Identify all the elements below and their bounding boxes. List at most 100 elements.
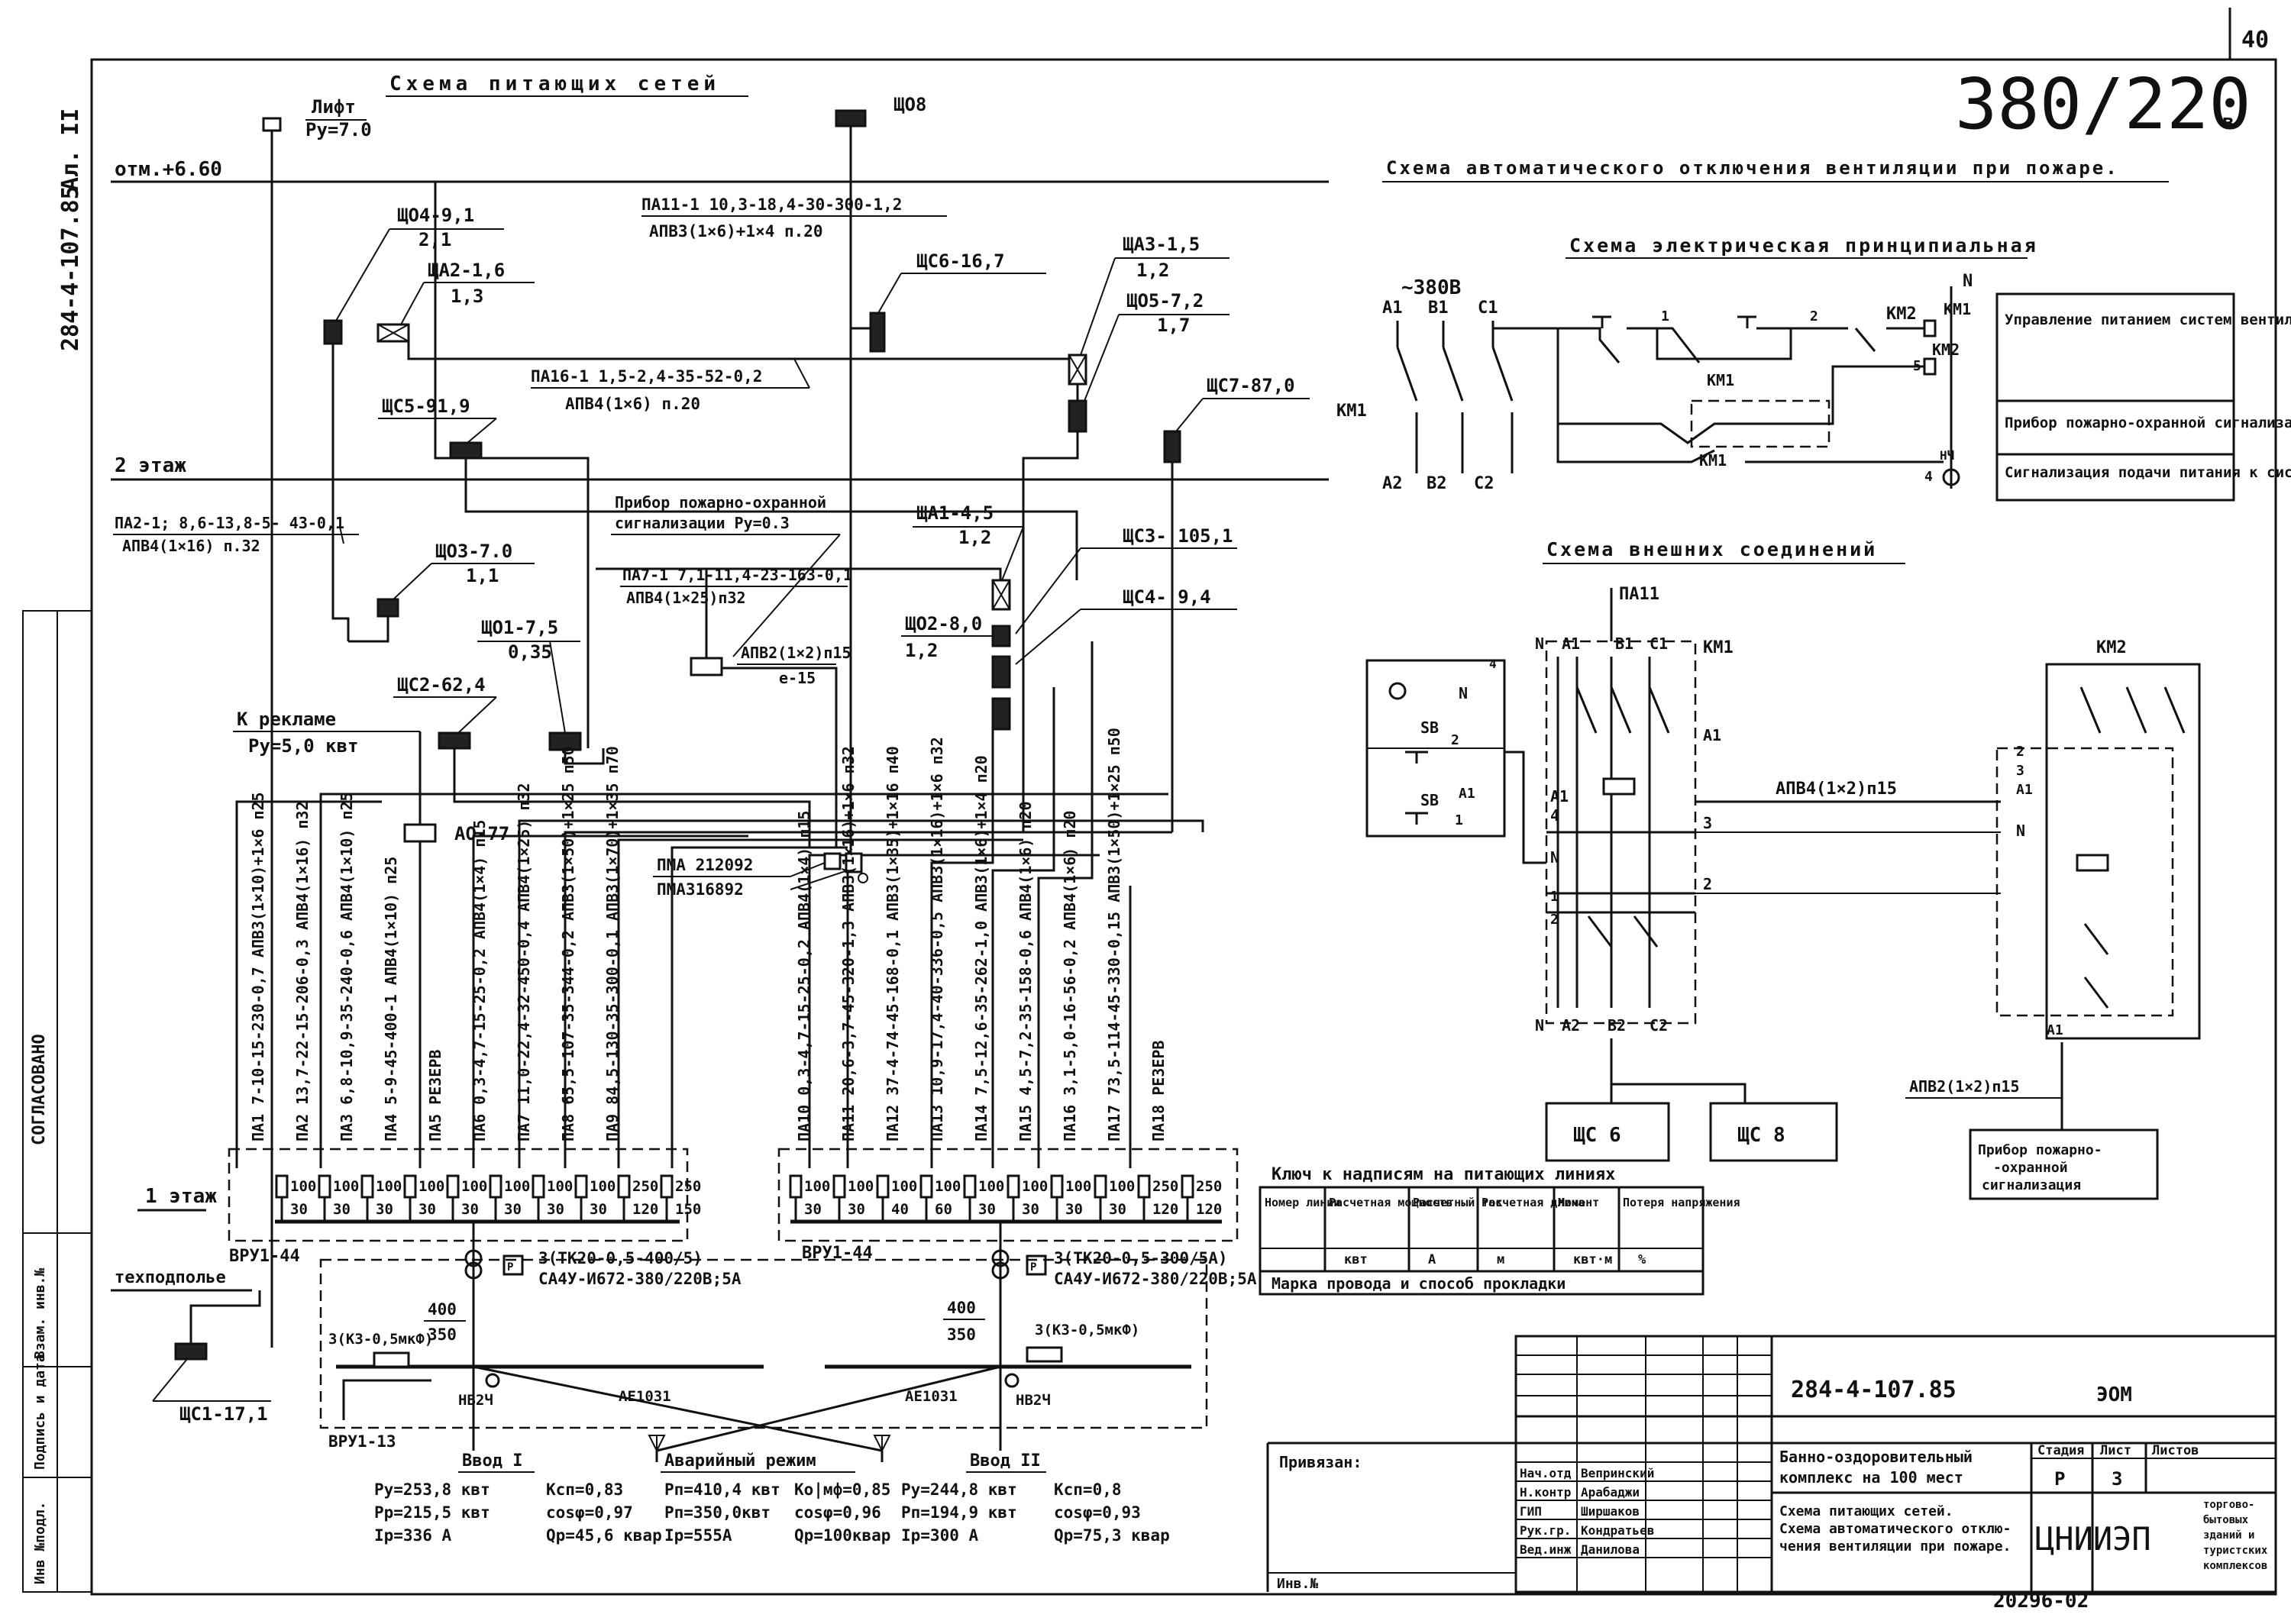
feed-line-label: ПА11 20,6-3,7-45-320-1,3 АПВ3(1×16)+1×6 … — [839, 746, 858, 1141]
svg-text:N: N — [1535, 1016, 1544, 1035]
key-unit: м — [1497, 1252, 1504, 1267]
breaker-rating: 100 — [978, 1178, 1004, 1195]
feed-line-label: ПА18 РЕЗЕРВ — [1149, 1041, 1168, 1141]
breaker-setting: 30 — [848, 1201, 865, 1218]
svg-text:3: 3 — [1703, 814, 1712, 832]
fuse-right-bot: 350 — [947, 1325, 976, 1344]
input1-c: Iр=336 А — [374, 1526, 452, 1545]
breaker-symbol — [660, 1174, 674, 1199]
svg-text:А2: А2 — [1382, 474, 1403, 493]
breaker-setting: 30 — [804, 1201, 822, 1218]
fire-device-l1: Прибор пожарно-охранной — [615, 493, 826, 512]
svg-text:КМ2: КМ2 — [1886, 305, 1917, 324]
breaker-symbol — [1007, 1174, 1020, 1199]
key-foot: Марка провода и способ прокладки — [1272, 1274, 1566, 1293]
svg-text:1: 1 — [1455, 812, 1463, 828]
tt-right-l2: СА4У-И672-380/220В;5А — [1054, 1270, 1257, 1288]
svg-text:5: 5 — [1913, 358, 1921, 374]
lift-name: Лифт — [312, 96, 356, 118]
svg-text:А2: А2 — [1562, 1016, 1580, 1035]
stamp-role: ГИП — [1520, 1504, 1542, 1519]
stamp-person: Данилова — [1581, 1542, 1640, 1557]
shs1-label: ЩС1-17,1 — [179, 1403, 268, 1425]
sho3-box — [376, 598, 399, 618]
stamp-stage: Р — [2054, 1468, 2065, 1490]
ao77-label: АО-77 — [454, 823, 509, 844]
ext-title: Схема внешних соединений — [1546, 538, 1877, 560]
stamp-code: 284-4-107.85 — [1791, 1377, 1957, 1403]
stamp-role: Н.контр — [1520, 1485, 1571, 1500]
sho1-sub: 0,35 — [508, 641, 552, 663]
breaker-setting: 120 — [1196, 1201, 1222, 1218]
svg-text:С2: С2 — [1474, 474, 1494, 493]
sho2-name: ЩО2-8,0 — [905, 613, 982, 634]
svg-text:N: N — [1535, 634, 1544, 653]
breaker-setting: 30 — [1022, 1201, 1039, 1218]
vru-right-box — [777, 1148, 1239, 1242]
input2-b: Рп=194,9 квт — [901, 1503, 1017, 1522]
breaker-setting: 30 — [547, 1201, 564, 1218]
svg-text:А1: А1 — [1382, 299, 1403, 318]
svg-text:А1: А1 — [1459, 786, 1475, 802]
breaker-rating: 100 — [333, 1178, 359, 1195]
svg-text:Р: Р — [1030, 1261, 1036, 1274]
breaker-setting: 30 — [461, 1201, 479, 1218]
shs6-label: ЩС6-16,7 — [916, 250, 1005, 272]
sha2-name: ЩА2-1,6 — [428, 260, 505, 281]
key-table — [1259, 1186, 1705, 1296]
emergency-b: Рп=350,0квт — [664, 1503, 771, 1522]
cap-left: 3(КЗ-0,5мкФ) — [328, 1331, 433, 1348]
vru-left-box — [228, 1148, 689, 1242]
svg-text:4: 4 — [1924, 469, 1933, 485]
breaker-symbol — [360, 1174, 374, 1199]
fire-device-l2: сигнализации Ру=0.3 — [615, 514, 790, 532]
key-col-header: Номер линии — [1265, 1196, 1340, 1209]
svg-text:С1: С1 — [1650, 634, 1668, 653]
pa11-cable: АПВ3(1×6)+1×4 п.20 — [649, 222, 823, 241]
input1-d: Ксп=0,83 — [546, 1480, 623, 1499]
breaker-rating: 100 — [461, 1178, 487, 1195]
svg-text:SB: SB — [1420, 791, 1439, 809]
breaker-rating: 100 — [376, 1178, 402, 1195]
level-mark: отм.+6.60 — [115, 158, 222, 181]
svg-text:сигнализация: сигнализация — [1982, 1177, 2081, 1193]
legend-signal: Сигнализация подачи питания к системам в… — [2005, 464, 2291, 481]
junction-box — [690, 657, 723, 676]
sho5-sub: 1,7 — [1157, 315, 1190, 336]
key-title: Ключ к надписям на питающих линиях — [1272, 1165, 1615, 1184]
key-col-header: Расчетный ток — [1413, 1196, 1502, 1209]
emergency-d: Ко|мф=0,85 — [794, 1480, 890, 1500]
stamp-org-sub: торгово- — [2203, 1499, 2254, 1511]
feed-line-label: ПА1 7-10-15-230-0,7 АПВ3(1×10)+1×6 п25 — [249, 792, 267, 1141]
apv2-l1: АПВ2(1×2)п15 — [741, 644, 851, 662]
key-unit: % — [1638, 1252, 1646, 1267]
svg-text:2: 2 — [1451, 732, 1459, 748]
cap-right: 3(КЗ-0,5мкФ) — [1035, 1322, 1139, 1338]
stamp-org-sub: туристских — [2203, 1545, 2268, 1557]
level-basement: техподполье — [115, 1268, 226, 1287]
breaker-symbol — [446, 1174, 460, 1199]
ext-diagram: ПА11 КМ1 N А1 В1 С1 N А2 В2 С2 N SB SB 2… — [1365, 585, 2201, 1200]
key-col-header: Момент — [1558, 1196, 1599, 1209]
stamp-project-1: Банно-оздоровительный — [1779, 1448, 1973, 1466]
input1-b: Рр=215,5 квт — [374, 1503, 490, 1522]
pa7-cable: АПВ4(1×25)п32 — [626, 589, 746, 607]
sha3-name: ЩА3-1,5 — [1123, 234, 1200, 255]
breaker-rating: 100 — [935, 1178, 961, 1195]
svg-text:КМ2: КМ2 — [2096, 638, 2127, 657]
input2-f: Qр=75,3 квар — [1054, 1526, 1170, 1545]
feed-line-label: ПА12 37-4-74-45-168-0,1 АПВ3(1×35)+1×16 … — [884, 746, 902, 1141]
svg-text:В2: В2 — [1427, 474, 1447, 493]
svg-text:SB: SB — [1420, 718, 1439, 737]
breaker-rating: 250 — [632, 1178, 658, 1195]
pma-l2: ПМА316892 — [657, 880, 744, 899]
svg-text:НЧ: НЧ — [1940, 448, 1954, 463]
shs5-label: ЩС5-91,9 — [382, 396, 470, 417]
bottom-code: 20296-02 — [1993, 1590, 2089, 1613]
svg-text:N: N — [2016, 822, 2025, 840]
breaker-setting: 60 — [935, 1201, 952, 1218]
key-col-header: Потеря напряжения — [1623, 1196, 1740, 1209]
breaker-symbol — [403, 1174, 417, 1199]
svg-text:КМ1: КМ1 — [1699, 451, 1727, 470]
hv-right: НВ2Ч — [1016, 1392, 1051, 1409]
